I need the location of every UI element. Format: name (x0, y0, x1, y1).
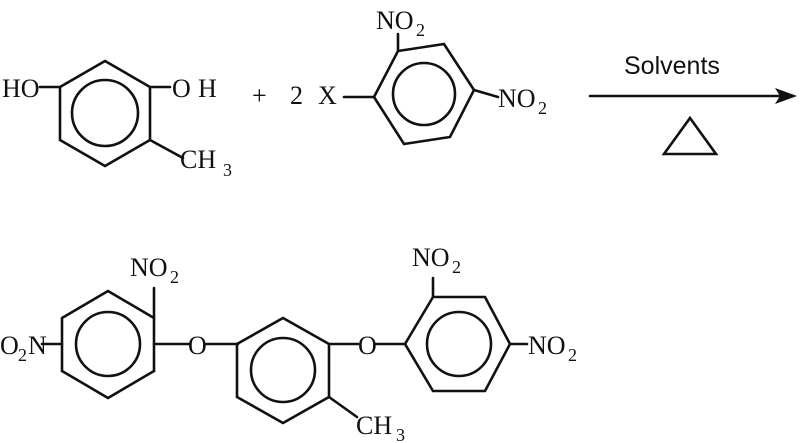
hydroxyl-label-right-o: O (172, 74, 191, 103)
nitro-subscript-top: 2 (416, 20, 425, 40)
aromatic-circle (70, 78, 140, 148)
benzene-ring (58, 59, 152, 168)
leaving-group-label: X (318, 81, 337, 110)
nitro-subscript-right-para: 2 (568, 345, 577, 365)
bond-nitro-right (472, 88, 500, 99)
aromatic-circle-center (249, 336, 317, 404)
aromatic-circle-left (74, 310, 142, 378)
reaction-conditions: Solvents (588, 52, 797, 156)
nitro-label-left-ortho: NO (130, 253, 168, 282)
reactant-dinitrohalobenzene: X NO 2 NO 2 (318, 6, 547, 146)
nitro-label-top: NO (376, 6, 414, 35)
nitro-subscript-right-ortho: 2 (452, 257, 461, 277)
methyl-label: CH (180, 145, 216, 174)
product-bis-dinitrophenyl-ether: O 2 N NO 2 O O NO 2 NO 2 CH 3 (0, 243, 577, 443)
bond-methyl (327, 395, 359, 419)
nitro-label-left-para-n: N (28, 331, 47, 360)
solvent-label: Solvents (624, 52, 720, 80)
aromatic-circle-right (425, 310, 493, 378)
methyl-label: CH (356, 411, 392, 440)
nitro-label-right: NO (498, 84, 536, 113)
nitro-label-right-para: NO (528, 331, 566, 360)
ether-oxygen-left: O (188, 331, 207, 360)
aromatic-circle (391, 61, 457, 127)
heat-triangle-icon (661, 115, 719, 156)
reaction-arrow-head (775, 88, 797, 104)
ether-oxygen-right: O (358, 331, 377, 360)
reactant-methylresorcinol: HO O H CH 3 (2, 59, 232, 180)
benzene-ring (372, 42, 476, 146)
bond-methyl (148, 138, 185, 160)
nitro-label-right-ortho: NO (412, 243, 450, 272)
nitro-subscript-left-ortho: 2 (170, 267, 179, 287)
nitro-subscript-right: 2 (538, 98, 547, 118)
hydroxyl-label-right-h: H (198, 74, 217, 103)
hydroxyl-label-left: HO (2, 74, 40, 103)
nitro-subscript-left-para: 2 (18, 345, 27, 365)
methyl-subscript: 3 (223, 160, 232, 180)
methyl-subscript: 3 (396, 425, 405, 443)
plus-sign: + (252, 81, 267, 110)
coefficient: 2 (290, 81, 303, 110)
nitro-label-left-para-o: O (0, 331, 19, 360)
